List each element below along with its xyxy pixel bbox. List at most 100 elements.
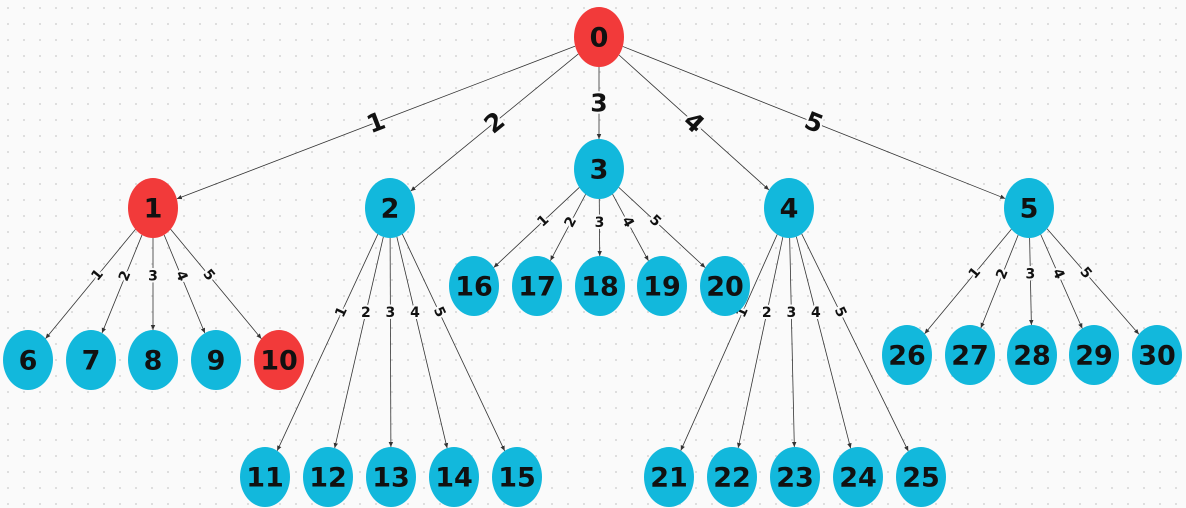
edge-label-4-24: 4 [811, 305, 821, 321]
node-12: 12 [303, 447, 353, 507]
node-29: 29 [1069, 325, 1119, 385]
node-20-shape [700, 256, 750, 316]
edge-label-0-2: 2 [479, 106, 511, 139]
node-24-shape [833, 447, 883, 507]
node-27: 27 [945, 325, 995, 385]
edge-1-7 [101, 234, 143, 334]
node-21-label: 21 [650, 463, 688, 494]
node-14: 14 [429, 447, 479, 507]
node-10-shape [254, 330, 304, 390]
edge-label-3-17: 2 [561, 214, 580, 230]
node-0: 0 [574, 7, 624, 67]
node-11-shape [240, 447, 290, 507]
node-1-label: 1 [144, 194, 163, 225]
node-2-label: 2 [381, 194, 400, 225]
edge-label-4-25: 5 [831, 304, 850, 320]
edge-label-2-14: 4 [410, 305, 420, 321]
edge-label-0-4: 4 [678, 106, 710, 139]
node-18-shape [575, 256, 625, 316]
node-28-label: 28 [1013, 341, 1051, 372]
node-10-label: 10 [260, 346, 298, 377]
node-14-label: 14 [435, 463, 473, 494]
node-6-label: 6 [19, 346, 38, 377]
edge-label-4-23: 3 [786, 305, 796, 321]
edge-label-2-11: 1 [332, 304, 351, 320]
node-17-shape [512, 256, 562, 316]
node-0-label: 0 [590, 23, 609, 54]
node-6: 6 [3, 330, 53, 390]
node-26: 26 [882, 325, 932, 385]
node-16: 16 [449, 256, 499, 316]
edge-3-20 [618, 187, 706, 268]
node-25-label: 25 [902, 463, 940, 494]
node-30-shape [1132, 325, 1182, 385]
edge-4-25 [801, 233, 909, 452]
edge-3-19 [612, 194, 649, 261]
edge-label-0-5: 5 [801, 106, 828, 139]
node-15-shape [492, 447, 542, 507]
edge-label-2-15: 5 [430, 304, 449, 320]
node-17: 17 [512, 256, 562, 316]
node-16-shape [449, 256, 499, 316]
node-24-label: 24 [839, 463, 877, 494]
node-14-shape [429, 447, 479, 507]
edge-label-1-9: 4 [172, 269, 191, 284]
node-23-shape [770, 447, 820, 507]
edge-label-5-29: 4 [1049, 266, 1068, 282]
node-2: 2 [365, 178, 415, 238]
node-10: 10 [254, 330, 304, 390]
edge-label-1-6: 1 [88, 266, 107, 284]
node-8-label: 8 [144, 346, 163, 377]
node-7-label: 7 [82, 346, 101, 377]
edge-0-2 [410, 53, 579, 192]
node-30: 30 [1132, 325, 1182, 385]
node-17-label: 17 [518, 272, 556, 303]
node-1: 1 [128, 178, 178, 238]
node-30-label: 30 [1138, 341, 1176, 372]
edge-2-11 [276, 234, 379, 451]
node-7: 7 [66, 330, 116, 390]
edge-0-1 [176, 45, 576, 200]
node-9: 9 [191, 330, 241, 390]
edge-3-17 [550, 194, 586, 261]
node-0-shape [574, 7, 624, 67]
edge-label-3-20: 5 [646, 212, 664, 230]
edge-4-23 [789, 237, 797, 448]
node-22-label: 22 [713, 463, 751, 494]
node-12-shape [303, 447, 353, 507]
edge-4-21 [680, 234, 778, 451]
node-27-label: 27 [951, 341, 989, 372]
node-19: 19 [637, 256, 687, 316]
node-13: 13 [366, 447, 416, 507]
edge-label-5-28: 3 [1025, 267, 1035, 283]
edge-1-10 [170, 229, 262, 339]
edge-5-26 [924, 229, 1012, 334]
edge-5-30 [1046, 228, 1140, 335]
edge-5-27 [980, 234, 1019, 329]
node-11-label: 11 [246, 463, 284, 494]
node-19-label: 19 [643, 272, 681, 303]
node-5-label: 5 [1020, 194, 1039, 225]
edge-label-0-1: 1 [363, 106, 390, 139]
node-13-shape [366, 447, 416, 507]
edges-layer [45, 45, 1140, 452]
node-2-shape [365, 178, 415, 238]
edge-label-4-22: 2 [762, 305, 772, 321]
node-5-shape [1004, 178, 1054, 238]
node-6-shape [3, 330, 53, 390]
edge-0-5 [622, 46, 1006, 199]
edge-2-12 [333, 236, 384, 449]
node-1-shape [128, 178, 178, 238]
node-28: 28 [1007, 325, 1057, 385]
node-29-label: 29 [1075, 341, 1113, 372]
node-11: 11 [240, 447, 290, 507]
edge-label-2-12: 2 [361, 305, 371, 321]
edge-2-13 [388, 237, 394, 448]
edge-1-9 [163, 234, 206, 334]
node-29-shape [1069, 325, 1119, 385]
edge-2-14 [396, 236, 449, 449]
node-21: 21 [644, 447, 694, 507]
node-15-label: 15 [498, 463, 536, 494]
edge-5-29 [1040, 234, 1083, 329]
